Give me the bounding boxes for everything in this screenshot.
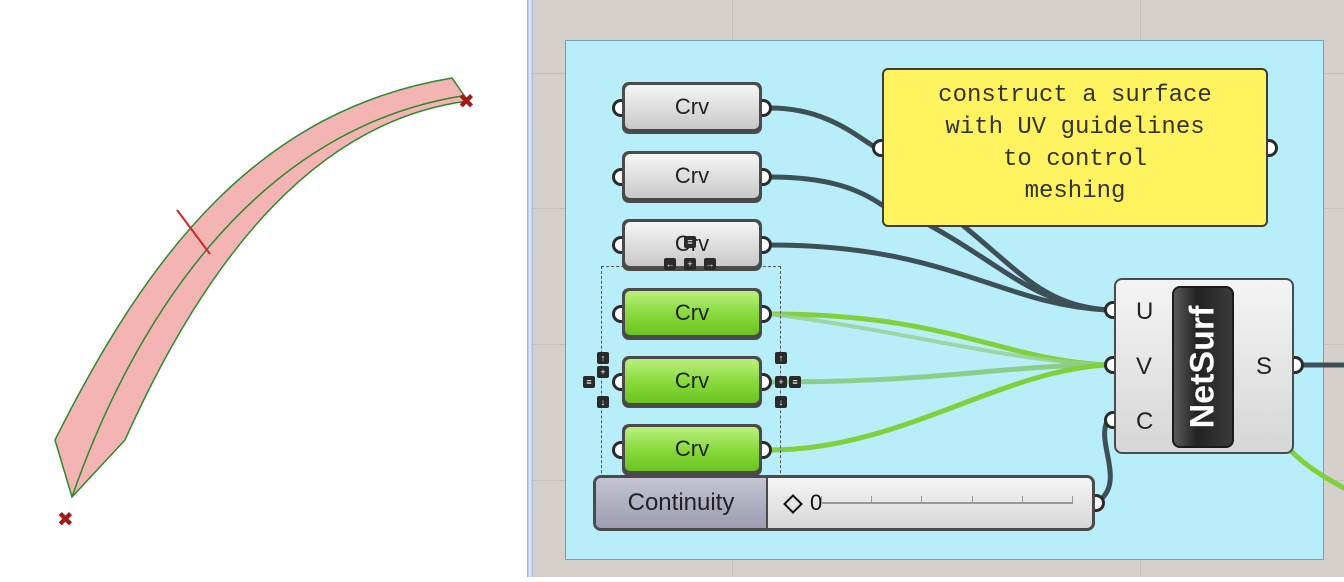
slider-value: 0 bbox=[810, 490, 823, 515]
output-port[interactable] bbox=[762, 99, 772, 117]
align-left-icon[interactable]: ≡ bbox=[583, 376, 595, 388]
note-input-port[interactable] bbox=[872, 139, 882, 157]
align-up-icon[interactable]: ↑ bbox=[775, 352, 787, 364]
wire-crv6-v bbox=[767, 362, 1111, 453]
input-v-label: V bbox=[1136, 353, 1153, 380]
endpoint-marker-bottom[interactable]: ✖ bbox=[57, 507, 74, 531]
selection-box bbox=[601, 266, 781, 498]
panel-splitter[interactable] bbox=[527, 0, 533, 577]
align-right-icon[interactable]: ≡ bbox=[789, 376, 801, 388]
crv-label: Crv bbox=[625, 427, 759, 471]
input-port[interactable] bbox=[612, 99, 622, 117]
continuity-slider[interactable]: Continuity 0 bbox=[593, 475, 1095, 531]
wire-crv5-v bbox=[767, 362, 1111, 385]
netsurf-component[interactable]: U V C NetSurf S bbox=[1114, 278, 1294, 454]
crv-label: Crv bbox=[625, 291, 759, 335]
slider-output-port[interactable] bbox=[1095, 494, 1105, 512]
slider-tick bbox=[1021, 496, 1023, 504]
crv-component-5[interactable]: Crv bbox=[622, 356, 762, 408]
align-right-icon[interactable]: → bbox=[704, 258, 716, 270]
crv-component-6[interactable]: Crv bbox=[622, 424, 762, 476]
output-port[interactable] bbox=[762, 168, 772, 186]
input-port-v[interactable] bbox=[1104, 356, 1114, 374]
align-center-icon[interactable]: + bbox=[775, 376, 787, 388]
diamond-icon bbox=[783, 494, 803, 515]
input-port[interactable] bbox=[612, 305, 622, 323]
wire-crv3-u bbox=[767, 242, 1111, 313]
crv-label: Crv bbox=[625, 359, 759, 403]
viewport-geometry: ✖ ✖ bbox=[54, 77, 475, 531]
note-output-port[interactable] bbox=[1268, 139, 1278, 157]
wire-crv4-v-faded bbox=[768, 312, 1110, 367]
output-port[interactable] bbox=[762, 441, 772, 459]
scribble-note[interactable]: construct a surface with UV guidelines t… bbox=[882, 68, 1268, 227]
endpoint-marker-top[interactable]: ✖ bbox=[458, 89, 475, 113]
surface-seam bbox=[176, 209, 211, 255]
wire-crv1-note bbox=[767, 105, 880, 151]
slider-tick bbox=[821, 496, 822, 504]
input-port-c[interactable] bbox=[1104, 411, 1114, 429]
slider-value-group: 0 bbox=[783, 490, 823, 516]
slider-tick bbox=[921, 496, 923, 504]
slider-tick bbox=[871, 496, 873, 504]
input-port[interactable] bbox=[612, 373, 622, 391]
netsurf-title: NetSurf bbox=[1183, 305, 1222, 429]
surface-midline bbox=[71, 95, 463, 498]
slider-tick bbox=[971, 496, 973, 504]
input-port[interactable] bbox=[612, 441, 622, 459]
input-port[interactable] bbox=[612, 168, 622, 186]
align-down-icon[interactable]: ↓ bbox=[775, 396, 787, 408]
wire-crv2-note bbox=[767, 174, 885, 208]
output-s-label: S bbox=[1256, 353, 1273, 380]
align-center-icon[interactable]: + bbox=[597, 366, 609, 378]
crv-component-4[interactable]: Crv bbox=[622, 288, 762, 340]
align-top-icon[interactable]: ≡ bbox=[684, 236, 696, 248]
input-u-label: U bbox=[1136, 298, 1154, 325]
slider-label: Continuity bbox=[596, 478, 768, 528]
input-port-u[interactable] bbox=[1104, 301, 1114, 319]
crv-label: Crv bbox=[625, 85, 759, 129]
wire-slider-c bbox=[1097, 417, 1113, 503]
output-port-s[interactable] bbox=[1294, 356, 1304, 374]
netsurf-title-block: NetSurf bbox=[1172, 286, 1234, 448]
crv-component-1[interactable]: Crv bbox=[622, 82, 762, 134]
output-port[interactable] bbox=[762, 305, 772, 323]
align-up-icon[interactable]: ↑ bbox=[597, 352, 609, 364]
input-c-label: C bbox=[1136, 408, 1154, 435]
align-center-icon[interactable]: + bbox=[684, 258, 696, 270]
align-left-icon[interactable]: ← bbox=[664, 258, 676, 270]
output-port[interactable] bbox=[762, 373, 772, 391]
wire-s-out-green bbox=[1287, 447, 1344, 491]
rhino-viewport[interactable]: ✖ ✖ bbox=[0, 0, 527, 577]
surface-strip[interactable] bbox=[54, 77, 470, 499]
input-port[interactable] bbox=[612, 236, 622, 254]
crv-label: Crv bbox=[625, 154, 759, 198]
slider-tick bbox=[1072, 496, 1073, 504]
slider-track[interactable] bbox=[821, 496, 1073, 504]
align-down-icon[interactable]: ↓ bbox=[597, 396, 609, 408]
output-port[interactable] bbox=[762, 236, 772, 254]
crv-component-2[interactable]: Crv bbox=[622, 151, 762, 203]
